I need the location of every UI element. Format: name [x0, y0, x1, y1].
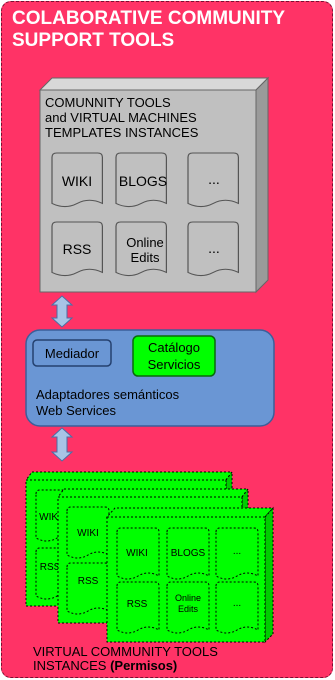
double-arrow-bottom	[50, 427, 74, 462]
server-side-face	[255, 76, 269, 294]
double-arrow-top	[50, 295, 74, 328]
bottom-label-line-1: VIRTUAL COMMUNITY TOOLS	[33, 644, 218, 659]
mediator-box	[32, 339, 112, 367]
server-label-line-1: COMUNNITY TOOLS	[45, 95, 171, 110]
catalog-label-line-2: Servicios	[148, 357, 201, 372]
bottom-label-prefix: INSTANCES	[33, 658, 111, 673]
server-cell-label-edits: Edits	[131, 250, 160, 265]
front-cell-label-blogs: BLOGS	[171, 548, 206, 559]
server-cell-label-online: Online	[126, 235, 164, 250]
panel-title: COLABORATIVE COMMUNITY SUPPORT TOOLS	[12, 8, 332, 52]
server-cell-label-rss: RSS	[63, 241, 92, 257]
server-top-face	[38, 77, 270, 91]
mediator-label: Mediador	[45, 346, 100, 361]
bottom-label-permisos: (Permisos)	[110, 658, 178, 673]
back-cell-label-rss: RSS	[40, 562, 61, 573]
front-cell-label-rss: RSS	[127, 599, 148, 610]
server-cell-label-wiki: WIKI	[62, 173, 92, 189]
bottom-label-line-2: INSTANCES (Permisos)	[33, 659, 218, 673]
front-cell-label-edits: Edits	[178, 604, 199, 614]
mid-cell-label-wiki: WIKI	[77, 528, 99, 539]
server-cell-label-blogs: BLOGS	[119, 173, 167, 189]
middleware-caption-line-2: Web Services	[36, 403, 116, 418]
catalog-box	[132, 335, 216, 377]
front-cell-label-online: Online	[175, 593, 201, 603]
server-cell-label-more-1: ...	[208, 171, 220, 187]
catalog-label-line-1: Catálogo	[148, 340, 200, 355]
server-cell-label-more-2: ...	[208, 240, 220, 256]
front-cell-label-more-1: ...	[233, 546, 241, 557]
server-label-line-3: TEMPLATES INSTANCES	[45, 125, 199, 140]
bottom-label: VIRTUAL COMMUNITY TOOLS INSTANCES (Permi…	[33, 645, 218, 673]
front-cell-label-more-2: ...	[233, 598, 241, 609]
server-label-line-2: and VIRTUAL MACHINES	[45, 110, 197, 125]
back-cell-label-wiki: WIKI	[39, 512, 61, 523]
title-line-2: SUPPORT TOOLS	[12, 30, 175, 51]
front-cell-label-wiki: WIKI	[126, 548, 148, 559]
mid-cell-label-rss: RSS	[78, 576, 99, 587]
instance-box-front	[105, 506, 275, 644]
middleware-caption-line-1: Adaptadores semánticos	[36, 387, 180, 402]
title-line-1: COLABORATIVE COMMUNITY	[12, 8, 286, 29]
